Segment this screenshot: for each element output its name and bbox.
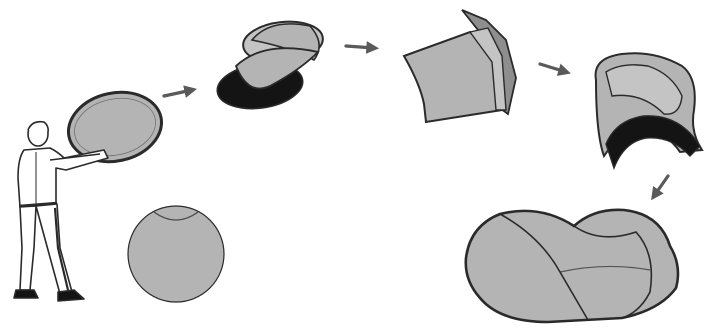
step-fold-over (404, 10, 516, 122)
arrow-right-icon (346, 46, 374, 48)
step-packed-disc (128, 206, 224, 302)
step-twist-frame (214, 18, 325, 114)
person-left-shoe (14, 290, 38, 298)
arrow-right-icon (164, 90, 192, 96)
collapse-outer-shape (466, 210, 678, 322)
arrow-down-left-icon (654, 176, 668, 196)
arrow-right-icon (540, 64, 566, 72)
person-jacket (18, 148, 108, 207)
person-left-leg (20, 206, 36, 290)
step-collapse-loops (466, 210, 678, 322)
person-right-shoe (58, 290, 84, 301)
step-form-loops (596, 53, 702, 168)
